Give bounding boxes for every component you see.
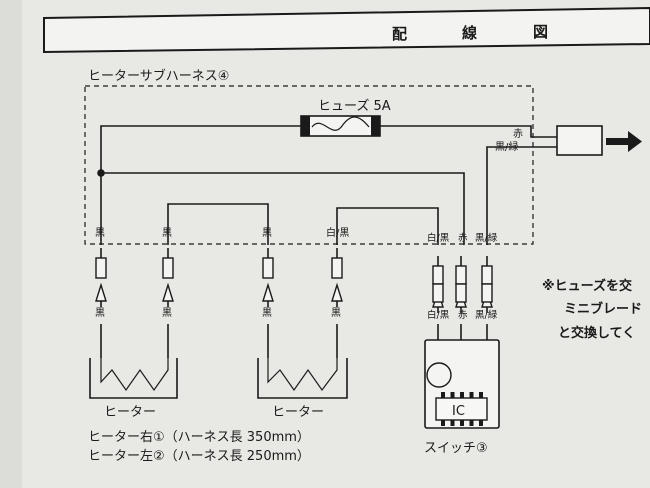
heater-2-label: ヒーター <box>272 405 324 420</box>
sub-harness-boundary <box>84 85 534 245</box>
note-right-heater: ヒーター右①（ハーネス長 350mm） <box>88 430 310 445</box>
lower-label-3: 黒 <box>262 307 272 319</box>
switch-plug-lower-1 <box>455 283 467 303</box>
lower-label-1: 黒 <box>95 307 105 319</box>
switch-plug-lower-0 <box>432 283 444 303</box>
upper-label-3: 黒 <box>262 227 272 239</box>
plug-housing-main-1 <box>162 257 174 279</box>
heater-2 <box>257 358 348 399</box>
power-connector <box>556 125 603 156</box>
upper-label-2: 黒 <box>162 227 172 239</box>
plug-housing-switch-2 <box>481 265 493 285</box>
upper-label-4: 白/黒 <box>326 226 349 239</box>
ic-pin-0-1 <box>441 420 445 426</box>
side-note-line-2: ミニブレード <box>564 301 642 317</box>
ic-pin-2-1 <box>460 420 464 426</box>
upper-label-5: 白/黒 <box>427 232 450 244</box>
upper-label-7: 黒/緑 <box>475 232 498 244</box>
header-title-char-2: 線 <box>462 24 477 42</box>
lower-label-5: 白/黒 <box>427 309 450 321</box>
ic-pin-0-0 <box>441 392 445 398</box>
lower-label-4: 黒 <box>331 307 341 319</box>
lower-label-6: 赤 <box>458 310 468 321</box>
ic-pin-1-1 <box>450 420 455 426</box>
switch-plug-lower-2 <box>481 283 493 303</box>
header-title-char-1: 配 <box>392 25 407 43</box>
header-title-char-3: 図 <box>533 23 548 41</box>
switch-unit <box>424 339 500 429</box>
harness-wires <box>97 125 557 245</box>
side-note-line-3: と交換してく <box>558 325 635 341</box>
note-left-heater: ヒーター左②（ハーネス長 250mm） <box>88 449 310 464</box>
fuse-symbol <box>300 115 381 137</box>
heater-1-label: ヒーター <box>104 405 156 420</box>
fuse-label: ヒューズ 5A <box>318 98 391 114</box>
plug-housing-main-2 <box>262 257 274 279</box>
upper-label-1: 黒 <box>95 227 105 239</box>
plug-housing-switch-0 <box>432 265 444 285</box>
output-arrow-icon <box>606 131 642 152</box>
ic-pin-4-1 <box>479 420 483 426</box>
upper-wire-labels: 黒 黒 黒 白/黒 白/黒 赤 黒/緑 <box>95 226 498 244</box>
side-note-line-1: ※ヒューズを交 <box>542 278 632 294</box>
switch-ic-label: IC <box>452 404 465 419</box>
lower-wires <box>100 324 488 358</box>
ic-pin-4-0 <box>479 392 483 398</box>
lower-label-7: 黒/緑 <box>475 309 498 321</box>
sub-harness-title: ヒーターサブハーネス④ <box>88 68 229 84</box>
ic-pin-1-0 <box>450 392 455 398</box>
lower-wire-labels: 黒 黒 黒 黒 白/黒 赤 黒/緑 <box>95 307 498 321</box>
connector-red-label: 赤 <box>513 128 523 140</box>
plug-housing-main-0 <box>95 257 107 279</box>
ic-pin-2-0 <box>460 392 464 398</box>
ic-pin-3-1 <box>469 420 474 426</box>
header-bar: 配 線 図 <box>43 6 650 54</box>
plug-housing-main-3 <box>331 257 343 279</box>
ic-pin-3-0 <box>469 392 474 398</box>
page-left-shadow <box>0 0 22 488</box>
plug-housing-switch-1 <box>455 265 467 285</box>
switch-label: スイッチ③ <box>424 441 488 456</box>
heater-1 <box>89 358 178 399</box>
ic-chip-pins <box>441 392 483 426</box>
lower-label-2: 黒 <box>162 307 172 319</box>
upper-label-6: 赤 <box>458 233 468 244</box>
connector-plugs <box>95 248 493 313</box>
